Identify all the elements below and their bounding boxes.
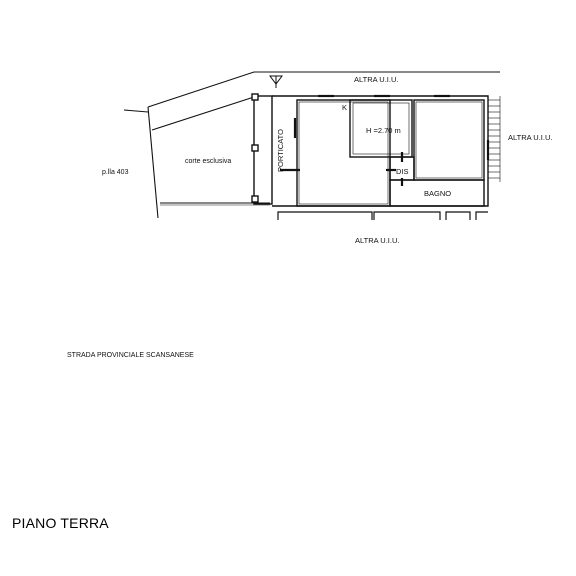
- neighbour-bottom-4: [475, 211, 488, 220]
- label-bathroom: BAGNO: [424, 189, 451, 198]
- north-marker: [269, 75, 283, 88]
- right-room-inner: [415, 101, 483, 179]
- neighbour-hatch: [488, 96, 501, 182]
- courtyard-left-boundary: [147, 106, 159, 219]
- room-h270-inner: [352, 102, 410, 155]
- neighbour-bottom-3: [445, 211, 471, 220]
- label-road: STRADA PROVINCIALE SCANSANESE: [67, 352, 194, 359]
- living-room-inner: [298, 101, 389, 205]
- label-porch: PORTICATO: [276, 129, 285, 172]
- neighbour-bottom-2: [373, 211, 441, 220]
- porch-column-top: [251, 93, 259, 101]
- parcel-notch: [123, 109, 149, 113]
- label-altra-bottom: ALTRA U.I.U.: [355, 236, 399, 245]
- porch-column-bottom: [251, 195, 259, 203]
- label-room-height: H =2.70 m: [366, 126, 401, 135]
- label-courtyard: corte esclusiva: [185, 158, 231, 165]
- neighbour-bottom-1: [277, 211, 373, 220]
- living-room: [296, 99, 391, 207]
- right-room: [413, 99, 485, 181]
- label-dis: DIS: [396, 167, 409, 176]
- courtyard-inner-sloped-line: [151, 96, 255, 131]
- floor-title: PIANO TERRA: [12, 515, 109, 531]
- property-boundary-sloped: [147, 71, 500, 108]
- porch-column-mid: [251, 144, 259, 152]
- room-h270: [349, 99, 413, 158]
- label-altra-right: ALTRA U.I.U.: [508, 133, 552, 142]
- building-outline: [272, 95, 489, 207]
- label-parcel: p.lla 403: [102, 169, 129, 176]
- label-kitchen: K: [342, 103, 347, 112]
- label-altra-top: ALTRA U.I.U.: [354, 75, 398, 84]
